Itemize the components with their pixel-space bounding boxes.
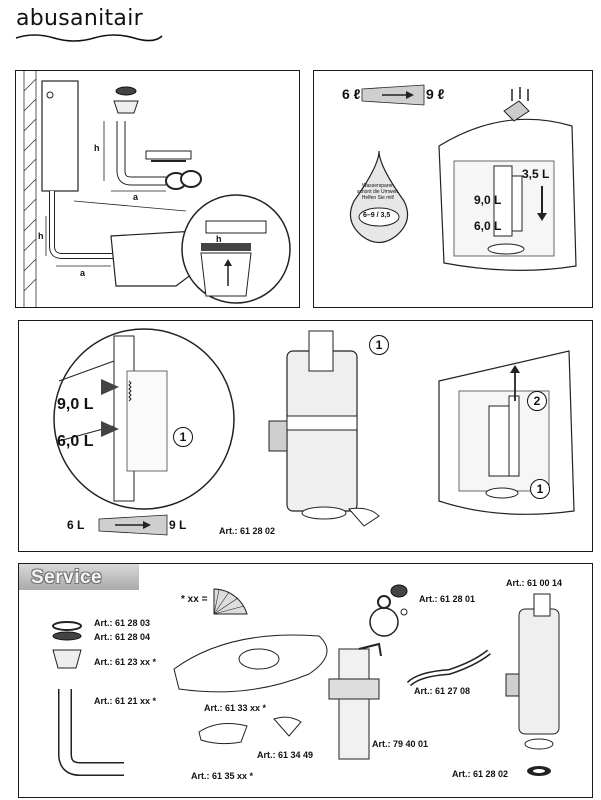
art-61-00-14: Art.: 61 00 14 xyxy=(506,578,563,588)
art-61-23-xx: Art.: 61 23 xx * xyxy=(94,657,157,667)
flush-volume-panel: 6 ℓ 9 ℓ Wassersparen schont die Umwelt. … xyxy=(313,70,593,308)
art-61-21-xx: Art.: 61 21 xx * xyxy=(94,696,157,706)
volume-6-label: 6,0 L xyxy=(474,219,502,233)
dim-h-top: h xyxy=(94,143,100,153)
volume-9-label: 9,0 L xyxy=(474,193,502,207)
art-79-40-01: Art.: 79 40 01 xyxy=(372,739,429,749)
flush-small-label: 6 ℓ xyxy=(342,86,361,102)
art-61-33-xx: Art.: 61 33 xx * xyxy=(204,703,267,713)
dim-a-top: a xyxy=(133,192,139,202)
installation-panel: h a h a h xyxy=(15,70,300,308)
art-61-35-xx: Art.: 61 35 xx * xyxy=(191,771,254,781)
step-2-cistern: 2 xyxy=(527,391,547,411)
art-61-28-04: Art.: 61 28 04 xyxy=(94,632,151,642)
drop-text: Wassersparen schont die Umwelt. Helfen S… xyxy=(356,183,400,201)
step-1-cistern: 1 xyxy=(530,479,550,499)
service-panel: Service xyxy=(18,563,593,798)
flush-large-label: 9 ℓ xyxy=(426,86,445,102)
range-left-label: 6 L xyxy=(67,518,85,532)
adjustment-panel: 9,0 L 6,0 L 1 1 2 1 6 L 9 L Art.: 61 28 … xyxy=(18,320,593,552)
zoom-9-label: 9,0 L xyxy=(57,396,94,413)
volume-35-label: 3,5 L xyxy=(522,167,550,181)
adjustment-drawing xyxy=(53,328,575,536)
installation-drawing xyxy=(23,71,291,307)
service-parts-drawing xyxy=(52,584,560,776)
brand-swoosh xyxy=(15,34,163,42)
dim-a-bottom: a xyxy=(80,268,86,278)
art-61-28-02: Art.: 61 28 02 xyxy=(452,769,509,779)
dim-h-side: h xyxy=(38,231,44,241)
art-61-27-08: Art.: 61 27 08 xyxy=(414,686,471,696)
zoom-6-label: 6,0 L xyxy=(57,433,94,450)
range-right-label: 9 L xyxy=(169,518,187,532)
drop-label: 6–9 / 3,5 xyxy=(363,212,391,219)
service-title: Service xyxy=(31,567,103,588)
step-1-zoom: 1 xyxy=(173,427,193,447)
art-61-28-03: Art.: 61 28 03 xyxy=(94,618,151,628)
xx-legend-label: * xx = xyxy=(181,594,208,605)
brand-logo: abusanitair xyxy=(16,6,143,31)
art-61-34-49: Art.: 61 34 49 xyxy=(257,750,314,760)
flush-volume-drawing xyxy=(349,84,577,271)
dim-h-detail: h xyxy=(216,234,222,244)
art-61-28-01: Art.: 61 28 01 xyxy=(419,594,476,604)
service-tab: Service xyxy=(19,564,139,590)
art-61-28-02-main: Art.: 61 28 02 xyxy=(219,526,276,536)
step-1-valve: 1 xyxy=(369,335,389,355)
